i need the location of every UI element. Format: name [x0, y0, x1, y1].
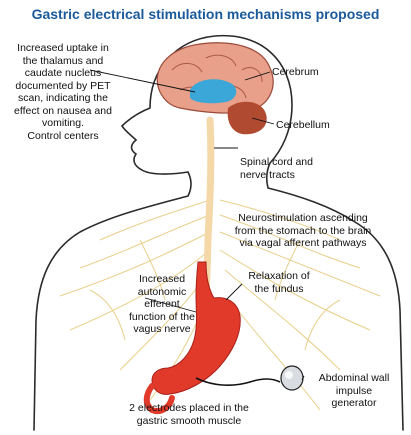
- label-cerebrum: Cerebrum: [272, 66, 319, 78]
- electrode-leads: [195, 377, 281, 387]
- label-cerebellum: Cerebellum: [276, 119, 330, 131]
- body-outline: [33, 34, 404, 431]
- diagram-title: Gastric electrical stimulation mechanism…: [31, 6, 380, 22]
- duodenum-shape: [143, 383, 175, 414]
- cerebellum-shape: [227, 101, 267, 135]
- stomach-shape: [151, 261, 241, 395]
- brain-folds: [171, 54, 263, 99]
- cerebrum-shape: [156, 42, 274, 114]
- thalamus-shape: [190, 79, 237, 104]
- leader-lines: [89, 69, 305, 381]
